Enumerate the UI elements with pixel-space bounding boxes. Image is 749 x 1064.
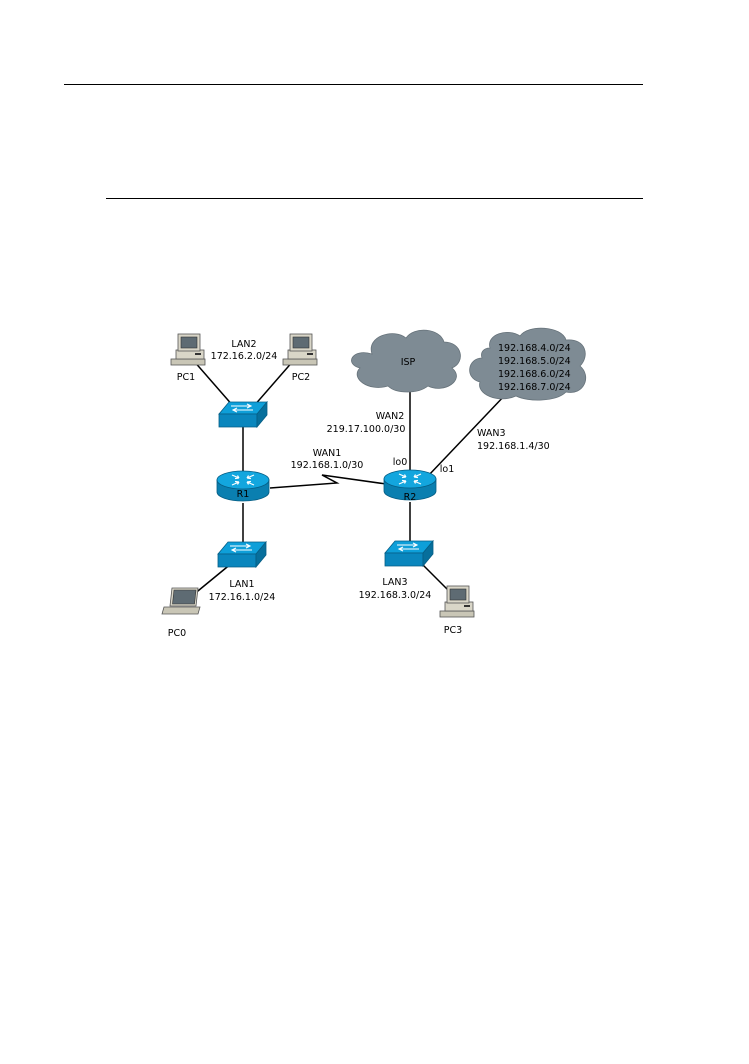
link-wan1-serial xyxy=(269,474,387,489)
wan1-network-label: 192.168.1.0/30 xyxy=(291,460,364,471)
top-rule xyxy=(64,84,643,85)
pc1-computer-icon xyxy=(170,333,206,366)
remote-networks-cloud: 192.168.4.0/24 192.168.5.0/24 192.168.6.… xyxy=(469,327,586,401)
wan3-label: WAN3 xyxy=(477,428,506,439)
wan2-network-label: 219.17.100.0/30 xyxy=(327,424,406,435)
r1-label: R1 xyxy=(237,489,250,500)
lan1-label: LAN1 xyxy=(229,579,254,590)
r2-label: R2 xyxy=(404,492,417,503)
isp-cloud: ISP xyxy=(351,329,461,393)
cloud-net-2: 192.168.5.0/24 xyxy=(498,356,571,367)
cloud-net-3: 192.168.6.0/24 xyxy=(498,369,571,380)
pc3-computer-icon xyxy=(439,585,475,618)
switch-lan3-icon xyxy=(384,540,434,567)
pc2-label: PC2 xyxy=(292,372,310,383)
pc1-label: PC1 xyxy=(177,372,195,383)
wan3-network-label: 192.168.1.4/30 xyxy=(477,441,550,452)
cloud-net-4: 192.168.7.0/24 xyxy=(498,382,571,393)
lo0-label: lo0 xyxy=(393,457,408,468)
link-wan3-cloud-r2 xyxy=(427,392,508,477)
cloud-net-1: 192.168.4.0/24 xyxy=(498,343,571,354)
wan2-label: WAN2 xyxy=(376,411,405,422)
pc2-computer-icon xyxy=(282,333,318,366)
switch-lan2-icon xyxy=(218,401,268,428)
link-pc1-switch-lan2 xyxy=(192,359,235,408)
link-pc2-switch-lan2 xyxy=(252,359,295,408)
switch-lan1-icon xyxy=(217,541,267,568)
pc3-label: PC3 xyxy=(444,625,462,636)
lo1-label: lo1 xyxy=(440,464,455,475)
lan3-label: LAN3 xyxy=(382,577,407,588)
pc0-label: PC0 xyxy=(168,628,186,639)
pc0-laptop-icon xyxy=(161,587,201,615)
link-switch-lan3-pc3 xyxy=(419,561,449,591)
lan3-network-label: 192.168.3.0/24 xyxy=(359,590,432,601)
lan2-network-label: 172.16.2.0/24 xyxy=(211,351,278,362)
wan1-label: WAN1 xyxy=(313,448,342,459)
link-switch-lan1-pc0 xyxy=(192,562,233,596)
isp-label: ISP xyxy=(401,357,416,368)
lan1-network-label: 172.16.1.0/24 xyxy=(209,592,276,603)
section-rule xyxy=(106,198,643,199)
lan2-label: LAN2 xyxy=(231,339,256,350)
